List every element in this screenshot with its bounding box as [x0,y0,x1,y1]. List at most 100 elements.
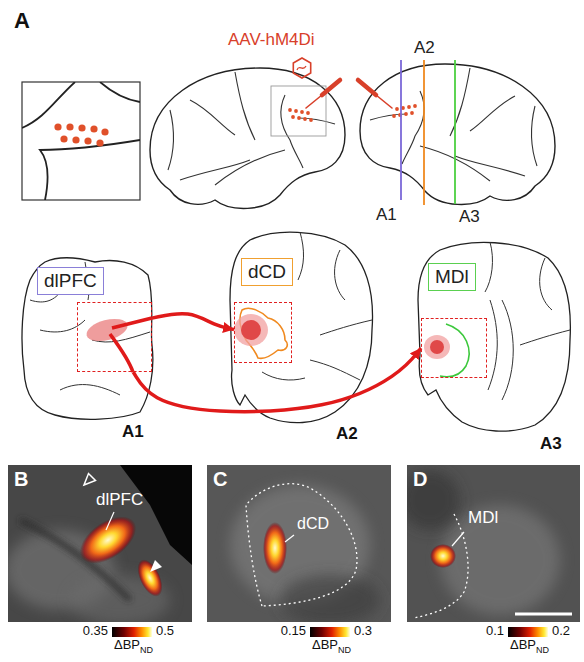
colorbar-title: ΔBP [312,638,338,653]
section-label: A1 [122,422,144,442]
colorbar-tick: 0.3 [354,624,372,639]
coronal-section [241,320,261,340]
coronal-section [502,300,513,400]
region-label: MDl [468,508,498,528]
syringe [376,95,392,108]
injection-dots [84,137,91,144]
brain-lateral-view [150,68,345,208]
brain-lateral-view-mirrored [360,64,555,204]
colorbar-tick: 0.5 [156,624,174,639]
coronal-section [262,372,305,380]
syringe [306,95,322,108]
inset-zoom [22,82,140,200]
pet-image [132,556,167,601]
brain-lateral-view [298,118,335,124]
injection-dots [90,125,97,132]
coronal-section [262,232,372,380]
inset-sulci [100,82,140,102]
coronal-section [430,340,444,354]
panel-letter: D [413,468,427,491]
colorbar-tick: 0.2 [552,624,570,639]
virus-vector [293,58,310,78]
open-arrowhead [84,474,96,486]
pet-image [263,522,287,574]
coronal-section [30,262,150,395]
section-plane-line [400,60,402,200]
colorbar-title: ΔBP [510,638,536,653]
injection-dots [66,123,73,130]
dotted-outline [414,514,468,618]
coronal-section [22,258,153,419]
brain-lateral-view [281,95,303,168]
injection-dots [101,128,108,135]
injection-dots [96,139,103,146]
colorbar-tick: 0.35 [83,624,108,639]
syringe [306,80,392,108]
coronal-section [424,335,450,359]
injection-dots [60,135,67,142]
plane-label: A1 [376,205,397,225]
colorbar-subscript: ND [536,645,549,655]
coronal-section [320,320,372,335]
brain-lateral-view [291,115,295,119]
coronal-section [310,360,360,380]
coronal-section [230,232,373,422]
inset-sulci [22,82,140,200]
injection-dots [72,136,79,143]
brain-lateral-view [297,116,301,120]
coronal-section [110,334,133,372]
section-label: A3 [540,434,562,454]
coronal-section [230,232,373,423]
brain-lateral-view [235,72,255,140]
colorbar-subscript: ND [338,645,351,655]
region-heading: dlPFC [37,267,104,295]
coronal-section [298,232,304,280]
brain-lateral-view [190,100,235,135]
coronal-section [234,314,268,346]
brain-lateral-view [150,68,345,208]
panel-letter: B [14,468,28,491]
brain-lateral-view [303,117,307,121]
coronal-section [112,318,152,328]
plane-label: A2 [414,38,435,58]
region-label: dCD [297,515,329,533]
colorbar-tick: 0.15 [281,624,306,639]
brain-lateral-view [180,160,250,180]
leader-line [452,532,464,546]
coronal-section [335,250,345,300]
brain-lateral-view [168,110,174,170]
pet-image [407,465,580,622]
panel-letter: A [14,8,30,33]
colorbar-subscript: ND [140,645,153,655]
zoom-frame [271,86,326,136]
filled-arrowhead [150,560,162,572]
brain-lateral-view [306,111,310,115]
inset-sulci [22,82,75,128]
region-box: dCD [234,302,292,363]
coronal-section [488,300,497,390]
pet-image [120,465,192,565]
syringe [322,80,340,95]
region-box: MDl [421,318,487,378]
injection-dots [78,124,85,131]
brain-lateral-view [288,108,313,122]
coronal-section [40,320,85,332]
coronal-section [540,258,552,310]
coronal-section [84,315,130,345]
vector-label: AAV-hM4Di [228,30,315,50]
pet-image [71,507,144,573]
colorbar [508,627,548,637]
coronal-section [485,242,570,400]
coronal-section [418,242,570,431]
section-plane-line [423,60,425,205]
pet-image [8,465,192,622]
colorbar-tick: 0.1 [486,624,504,639]
dotted-outline [246,484,357,606]
inset-sulci [40,140,140,200]
virus-vector [297,66,306,70]
virus-vector [293,58,310,78]
colorbar-title: ΔBP [114,638,140,653]
region-box: dlPFC [77,302,152,372]
